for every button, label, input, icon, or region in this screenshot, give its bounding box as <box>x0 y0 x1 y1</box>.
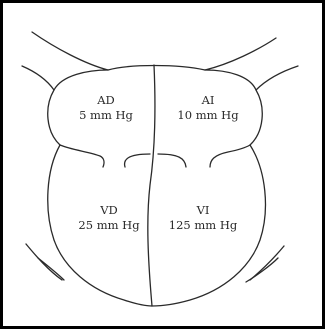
atria-top-rim <box>108 66 205 71</box>
label-vi-pressure: 125 mm Hg <box>169 218 238 232</box>
vessel-upper-right-top <box>205 38 276 70</box>
label-vd-pressure: 25 mm Hg <box>78 218 140 232</box>
vessel-lower-left-inner <box>38 258 64 280</box>
left-av-valve-right <box>210 145 250 167</box>
label-ad-pressure: 5 mm Hg <box>79 108 133 122</box>
left-av-valve-left <box>158 154 186 167</box>
vessel-upper-right-bottom <box>256 66 298 90</box>
label-vi-name: VI <box>196 203 210 217</box>
label-ai-name: AI <box>201 93 215 107</box>
label-vd-name: VD <box>99 203 118 217</box>
vessel-upper-left-bottom <box>22 66 54 90</box>
right-av-valve-right <box>125 154 150 167</box>
vessel-upper-left-top <box>32 32 108 70</box>
right-av-valve-left <box>60 145 104 167</box>
septum-line <box>148 65 155 306</box>
label-ad-name: AD <box>96 93 115 107</box>
label-ai-pressure: 10 mm Hg <box>177 108 239 122</box>
